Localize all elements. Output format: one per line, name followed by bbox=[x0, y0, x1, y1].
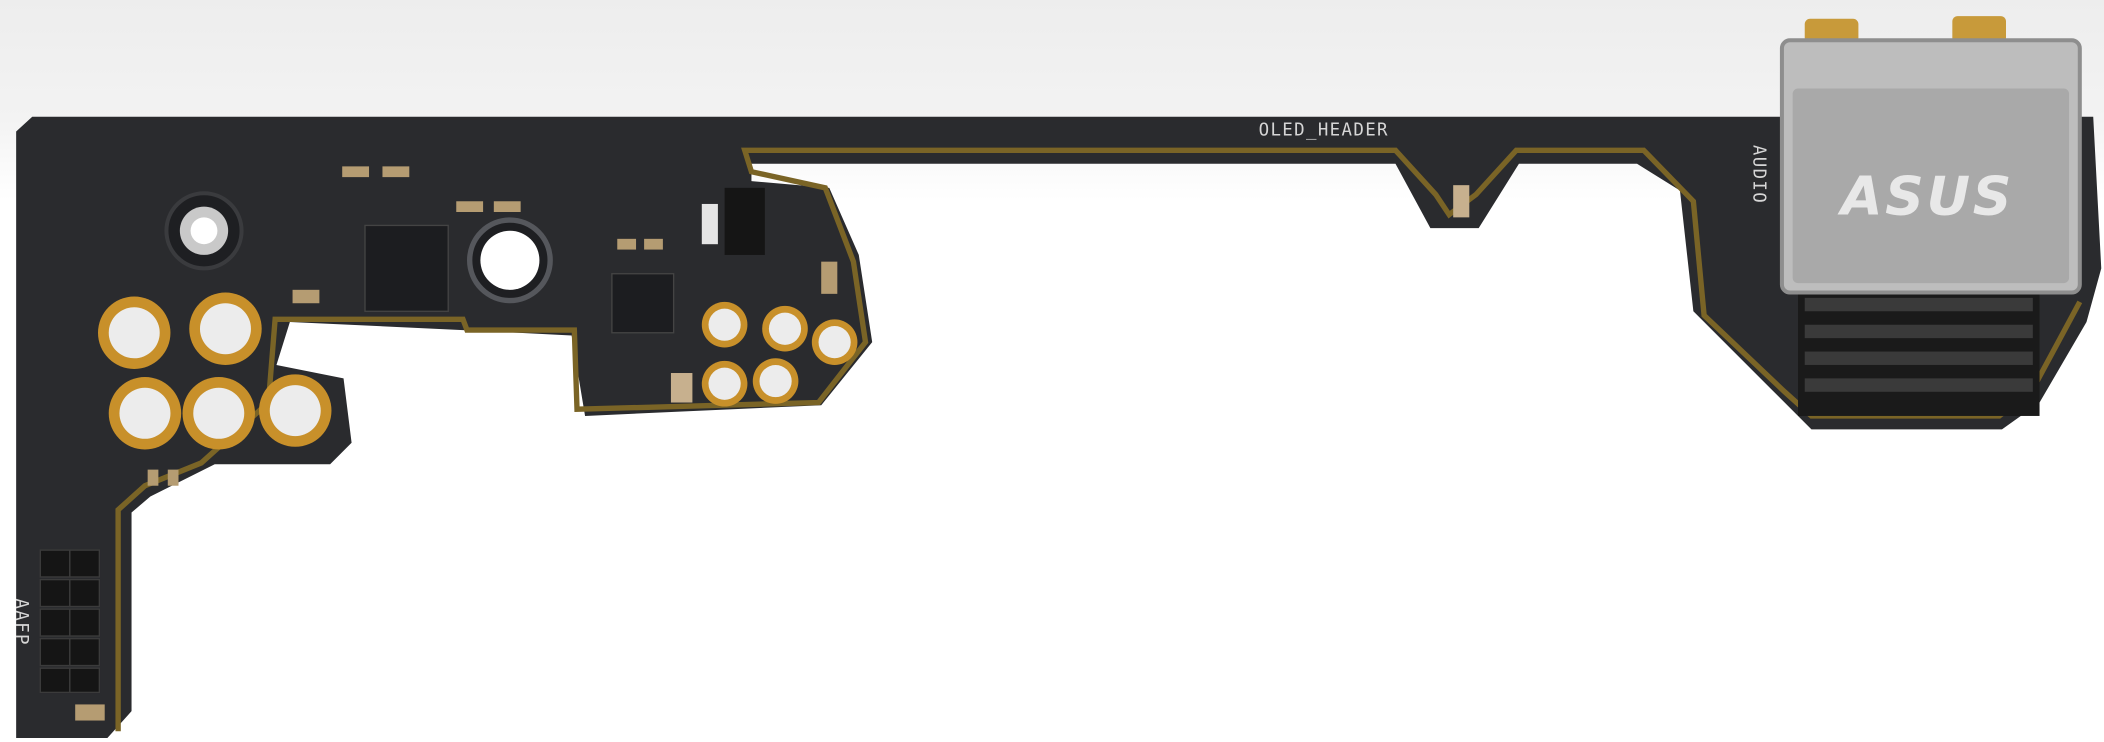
ground-trace bbox=[115, 147, 2083, 732]
aafp-header bbox=[39, 549, 101, 694]
capacitor bbox=[762, 305, 808, 352]
capacitor bbox=[752, 358, 799, 404]
regulator bbox=[724, 187, 765, 255]
capacitor bbox=[98, 296, 171, 369]
capacitor bbox=[189, 292, 262, 365]
mounting-hole bbox=[466, 217, 553, 304]
aafp-label: AAFP bbox=[11, 598, 31, 645]
amp-chip bbox=[611, 273, 675, 334]
audio-connector: ASUS bbox=[1779, 16, 2082, 416]
capacitor bbox=[701, 360, 748, 407]
smd-part bbox=[1453, 185, 1470, 218]
audio-label: AUDIO bbox=[1749, 145, 1769, 204]
capacitor bbox=[182, 377, 255, 450]
capacitors bbox=[98, 292, 858, 450]
codec-chip bbox=[364, 224, 449, 312]
brand-logo: ASUS bbox=[1837, 165, 2014, 228]
screw-icon bbox=[164, 191, 244, 271]
smd-part bbox=[701, 203, 718, 245]
capacitor bbox=[259, 374, 332, 447]
capacitor bbox=[701, 301, 748, 348]
oled-header-label: OLED_HEADER bbox=[1259, 121, 1389, 141]
capacitor bbox=[811, 319, 858, 365]
capacitor bbox=[108, 377, 182, 450]
smd-components bbox=[75, 166, 838, 721]
smd-part bbox=[670, 373, 693, 403]
